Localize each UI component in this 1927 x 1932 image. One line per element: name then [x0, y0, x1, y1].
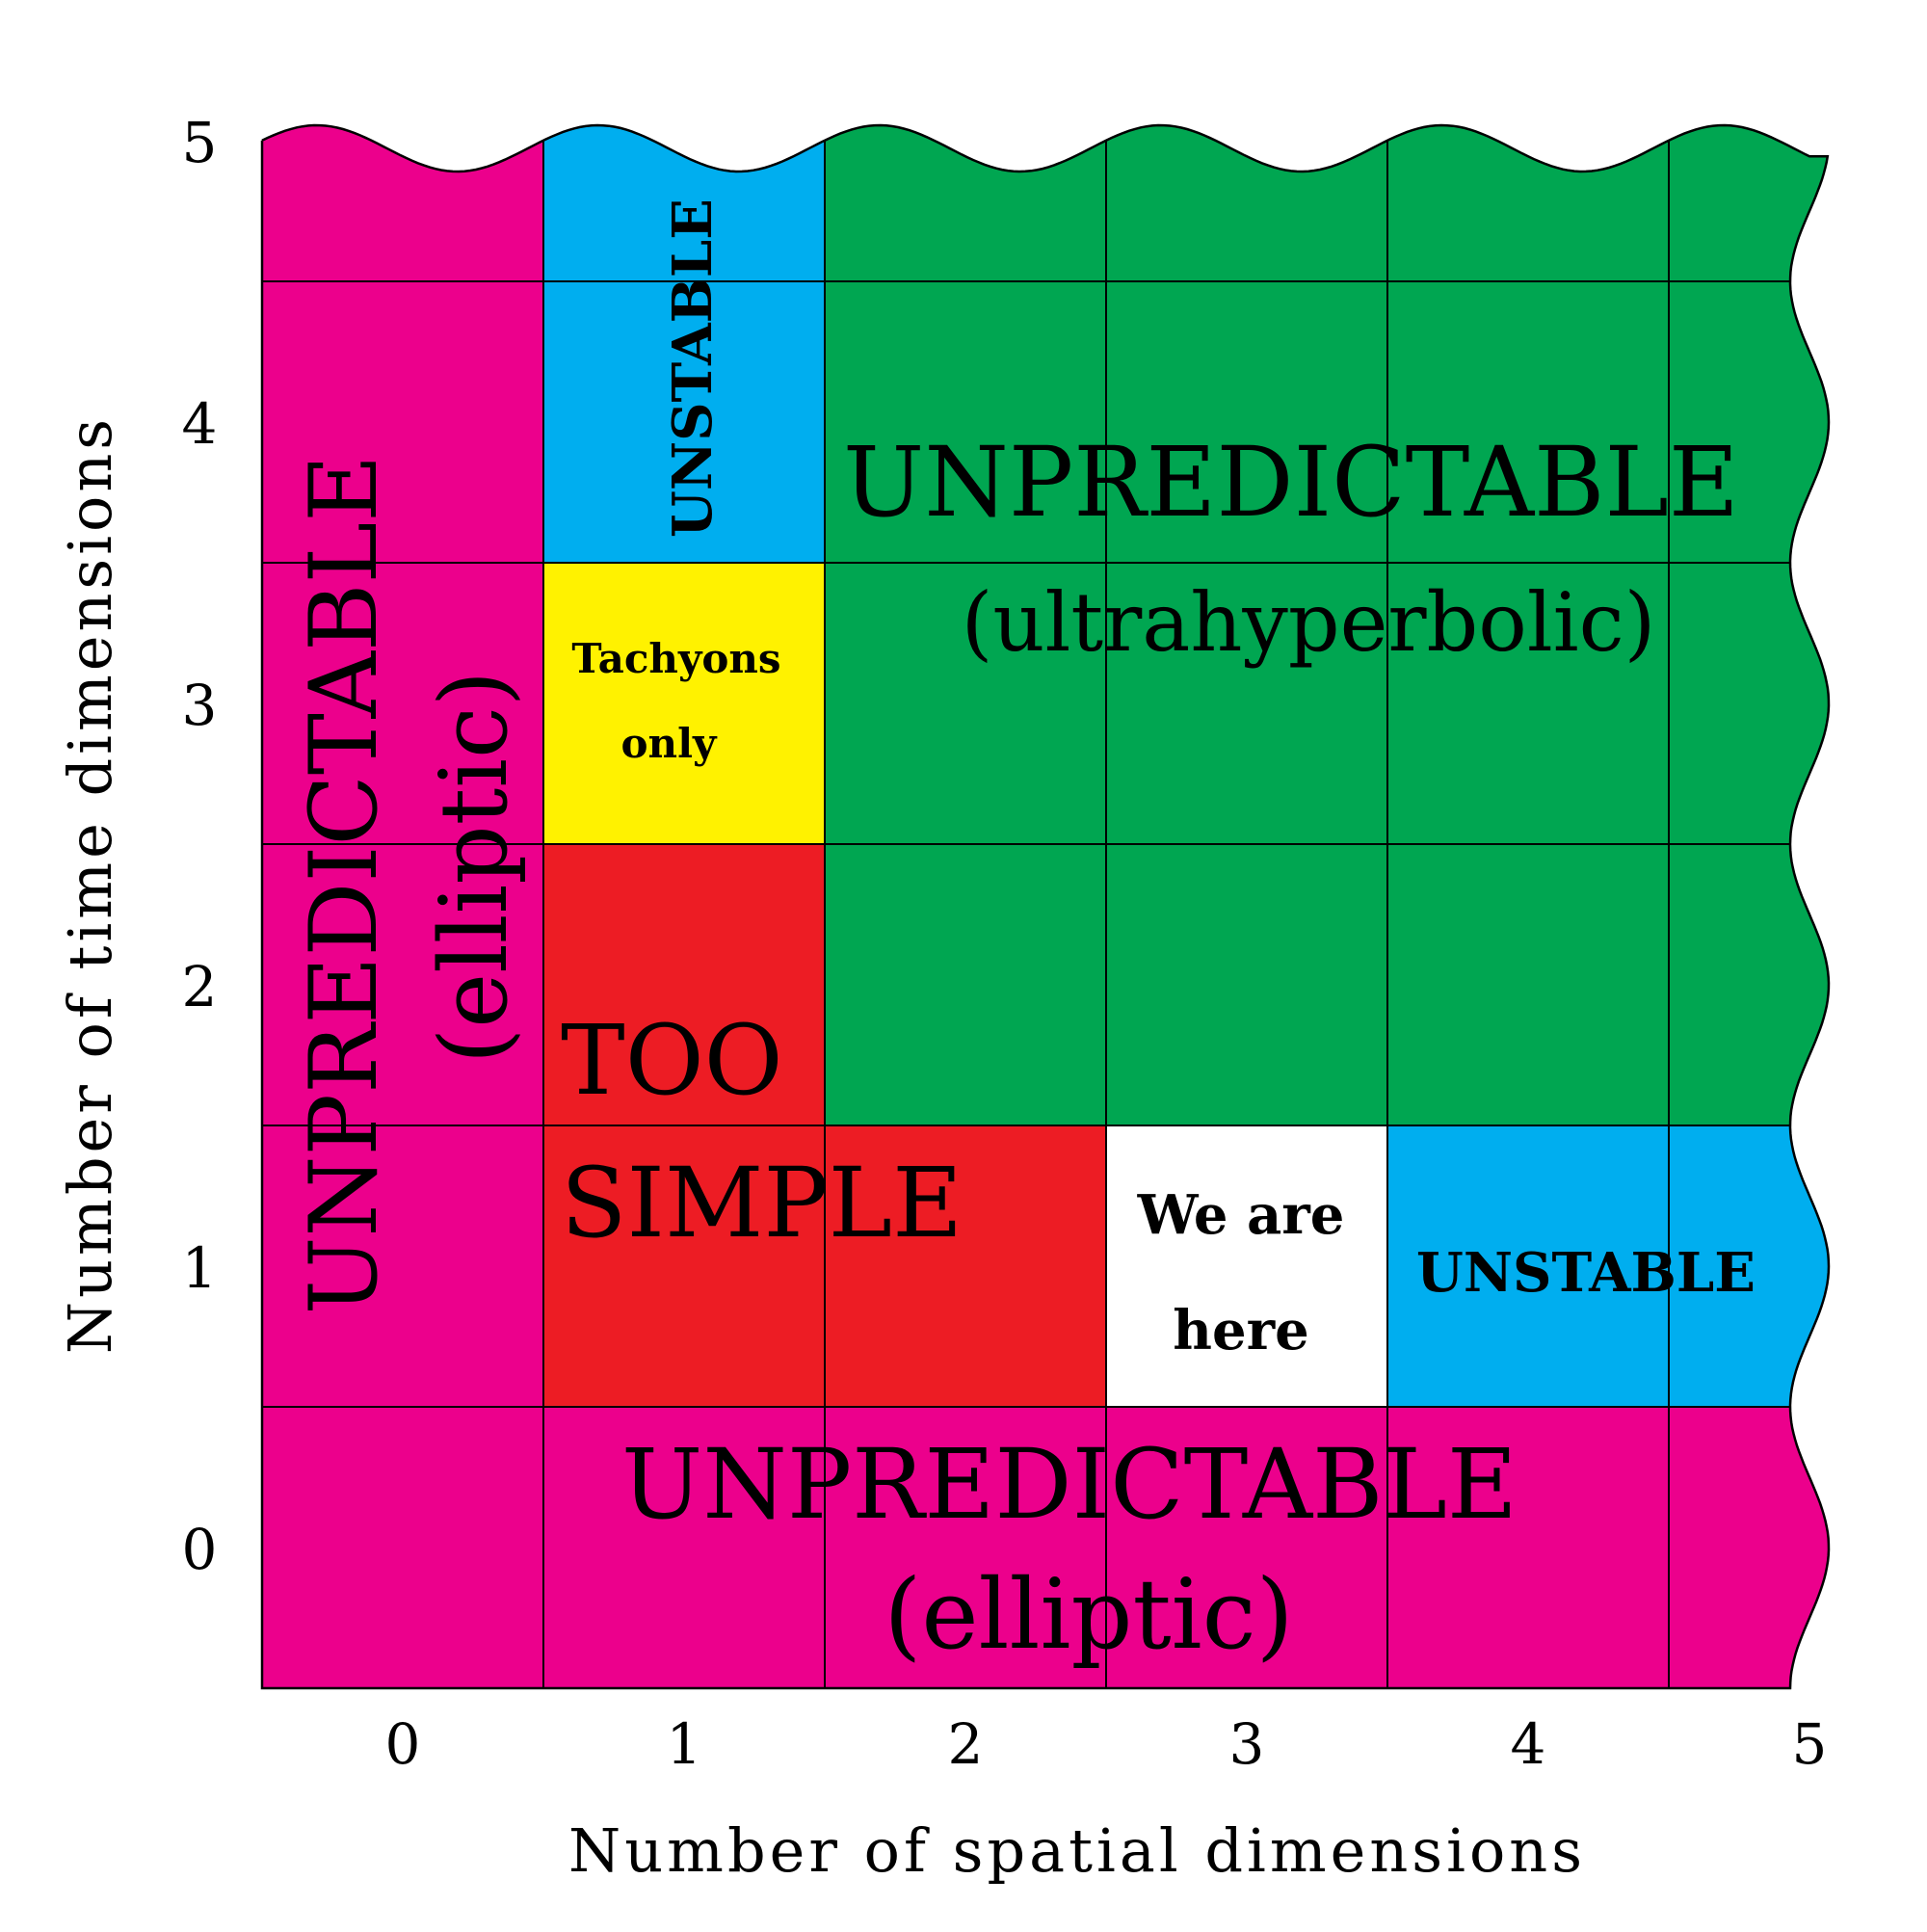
cell-s2-t5 — [825, 125, 1106, 281]
y-tick-labels: 0 1 2 3 4 5 — [182, 110, 218, 1582]
x-tick-labels: 0 1 2 3 4 5 — [385, 1711, 1828, 1777]
grid-lines — [262, 125, 1829, 1688]
bottom-elliptic-label-1: UNPREDICTABLE — [621, 1428, 1518, 1541]
y-tick-1: 1 — [182, 1235, 218, 1301]
wavy-outline — [260, 123, 1831, 1690]
cell-s3-t3 — [1106, 563, 1387, 844]
cell-s0-t3 — [262, 563, 543, 844]
bottom-elliptic-label-2: (elliptic) — [884, 1558, 1293, 1671]
too-simple-label-1: TOO — [561, 1004, 783, 1117]
cell-s1-t1 — [543, 1125, 825, 1407]
cell-s0-t4 — [262, 281, 543, 563]
x-tick-0: 0 — [385, 1711, 421, 1777]
cell-s4-t0 — [1387, 1407, 1669, 1688]
cell-s2-t4 — [825, 281, 1106, 563]
x-tick-5: 5 — [1792, 1711, 1828, 1777]
tachyons-label-1: Tachyons — [571, 635, 780, 682]
cell-s3-t4 — [1106, 281, 1387, 563]
left-elliptic-label-2: (elliptic) — [420, 671, 528, 1064]
x-tick-3: 3 — [1229, 1711, 1265, 1777]
top-unstable-label: UNSTABLE — [661, 198, 725, 538]
y-tick-0: 0 — [182, 1517, 218, 1582]
region-fills — [262, 125, 1829, 1688]
cell-s1-t2 — [543, 844, 825, 1125]
ultrahyperbolic-label-1: UNPREDICTABLE — [843, 426, 1739, 539]
x-tick-4: 4 — [1511, 1711, 1546, 1777]
y-tick-3: 3 — [182, 673, 218, 738]
cell-s3-t1 — [1106, 1125, 1387, 1407]
cell-s5-t0 — [1669, 1407, 1829, 1688]
cell-s4-t3 — [1387, 563, 1669, 844]
x-tick-2: 2 — [948, 1711, 984, 1777]
cell-s1-t4 — [543, 281, 825, 563]
cell-s3-t0 — [1106, 1407, 1387, 1688]
y-axis-title: Number of time dimensions — [55, 415, 125, 1354]
cell-s0-t2 — [262, 844, 543, 1125]
cell-s4-t5 — [1387, 125, 1669, 281]
cell-s2-t2 — [825, 844, 1106, 1125]
x-axis-title: Number of spatial dimensions — [568, 1815, 1586, 1886]
y-tick-2: 2 — [182, 954, 218, 1019]
cell-s2-t0 — [825, 1407, 1106, 1688]
right-unstable-label: UNSTABLE — [1416, 1241, 1755, 1305]
cell-s0-t0 — [262, 1407, 543, 1688]
cell-s1-t0 — [543, 1407, 825, 1688]
x-tick-1: 1 — [667, 1711, 702, 1777]
we-are-here-label-2: here — [1173, 1299, 1308, 1363]
cell-s2-t3 — [825, 563, 1106, 844]
cell-s0-t1 — [262, 1125, 543, 1407]
too-simple-label-2: SIMPLE — [561, 1147, 963, 1259]
cell-s4-t1 — [1387, 1125, 1669, 1407]
cell-s5-t2 — [1669, 844, 1829, 1125]
cell-s4-t4 — [1387, 281, 1669, 563]
cell-s2-t1 — [825, 1125, 1106, 1407]
left-elliptic-label-1: UNPREDICTABLE — [290, 455, 398, 1315]
cell-s0-t5 — [262, 125, 543, 281]
we-are-here-label-1: We are — [1137, 1183, 1345, 1247]
cell-s1-t3 — [543, 563, 825, 844]
cell-s3-t2 — [1106, 844, 1387, 1125]
cell-s3-t5 — [1106, 125, 1387, 281]
cell-s4-t2 — [1387, 844, 1669, 1125]
y-tick-5: 5 — [182, 110, 218, 175]
cell-s5-t3 — [1669, 563, 1829, 844]
y-tick-4: 4 — [182, 391, 218, 457]
tachyons-label-2: only — [621, 720, 719, 767]
ultrahyperbolic-label-2: (ultrahyperbolic) — [962, 575, 1656, 670]
